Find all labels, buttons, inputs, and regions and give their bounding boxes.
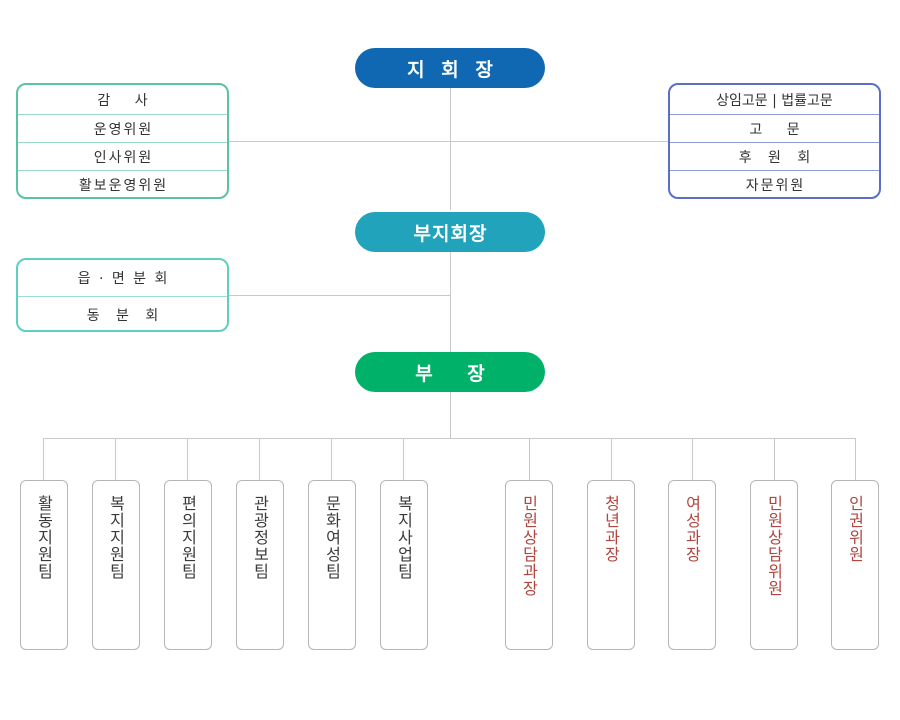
connector-drop-6 (403, 438, 404, 480)
audit-box-row-4-label: 활보운영위원 (78, 177, 169, 194)
department-box-4[interactable]: 관광정보팀 (236, 480, 284, 650)
audit-box-row-2[interactable]: 운영위원 (18, 114, 227, 142)
audit-committee-box: 감 사 운영위원 인사위원 활보운영위원 (16, 83, 229, 199)
connector-side-boxes-bus (228, 141, 670, 142)
connector-branch-to-spine (228, 295, 451, 296)
advisor-box-row-1-label: 상임고문 | 법률고문 (716, 92, 833, 109)
advisor-box-row-4-label: 자문위원 (745, 177, 806, 194)
department-box-7-label: 민원상담과장 (519, 495, 539, 597)
connector-department-bus (43, 438, 855, 439)
department-box-9[interactable]: 여성과장 (668, 480, 716, 650)
connector-drop-9 (692, 438, 693, 480)
connector-drop-7 (529, 438, 530, 480)
department-box-10[interactable]: 민원상담위원 (750, 480, 798, 650)
department-box-7[interactable]: 민원상담과장 (505, 480, 553, 650)
connector-vice-to-manager (450, 252, 451, 355)
connector-drop-1 (43, 438, 44, 480)
node-chief[interactable]: 지 회 장 (355, 48, 545, 88)
connector-chief-to-vice (450, 80, 451, 210)
audit-box-row-4[interactable]: 활보운영위원 (18, 170, 227, 197)
connector-drop-2 (115, 438, 116, 480)
department-box-3[interactable]: 편의지원팀 (164, 480, 212, 650)
advisor-box-row-2[interactable]: 고 문 (670, 114, 879, 142)
node-vice-chief[interactable]: 부지회장 (355, 212, 545, 252)
department-box-2[interactable]: 복지지원팀 (92, 480, 140, 650)
advisor-box: 상임고문 | 법률고문 고 문 후 원 회 자문위원 (668, 83, 881, 199)
department-box-4-label: 관광정보팀 (250, 495, 270, 580)
department-box-1[interactable]: 활동지원팀 (20, 480, 68, 650)
department-box-6[interactable]: 복지사업팀 (380, 480, 428, 650)
node-chief-label: 지 회 장 (407, 58, 498, 81)
department-box-5-label: 문화여성팀 (322, 495, 342, 580)
department-box-8[interactable]: 청년과장 (587, 480, 635, 650)
connector-drop-11 (855, 438, 856, 480)
department-box-9-label: 여성과장 (682, 495, 702, 563)
advisor-box-row-3-label: 후 원 회 (738, 149, 817, 166)
advisor-box-row-3[interactable]: 후 원 회 (670, 142, 879, 170)
department-box-6-label: 복지사업팀 (394, 495, 414, 580)
department-box-5[interactable]: 문화여성팀 (308, 480, 356, 650)
department-box-11[interactable]: 인권위원 (831, 480, 879, 650)
branch-box-row-1-label: 읍 · 면 분 회 (77, 271, 170, 287)
audit-box-row-3[interactable]: 인사위원 (18, 142, 227, 170)
department-box-11-label: 인권위원 (845, 495, 865, 563)
audit-box-row-1-label: 감 사 (97, 92, 158, 109)
node-manager-label: 부 장 (415, 362, 499, 385)
branch-box-row-2[interactable]: 동 분 회 (18, 296, 227, 330)
connector-drop-8 (611, 438, 612, 480)
department-box-3-label: 편의지원팀 (178, 495, 198, 580)
connector-drop-4 (259, 438, 260, 480)
audit-box-row-1[interactable]: 감 사 (18, 85, 227, 114)
advisor-box-row-4[interactable]: 자문위원 (670, 170, 879, 197)
audit-box-row-2-label: 운영위원 (93, 121, 154, 138)
connector-drop-10 (774, 438, 775, 480)
branch-box: 읍 · 면 분 회 동 분 회 (16, 258, 229, 332)
connector-drop-5 (331, 438, 332, 480)
advisor-box-row-2-label: 고 문 (749, 121, 810, 138)
connector-manager-down (450, 390, 451, 438)
node-vice-chief-label: 부지회장 (413, 222, 488, 245)
audit-box-row-3-label: 인사위원 (93, 149, 154, 166)
advisor-box-row-1[interactable]: 상임고문 | 법률고문 (670, 85, 879, 114)
department-box-8-label: 청년과장 (601, 495, 621, 563)
node-manager[interactable]: 부 장 (355, 352, 545, 392)
branch-box-row-1[interactable]: 읍 · 면 분 회 (18, 260, 227, 296)
connector-drop-3 (187, 438, 188, 480)
department-box-2-label: 복지지원팀 (106, 495, 126, 580)
department-box-10-label: 민원상담위원 (764, 495, 784, 597)
department-box-1-label: 활동지원팀 (34, 495, 54, 580)
branch-box-row-2-label: 동 분 회 (86, 307, 165, 324)
